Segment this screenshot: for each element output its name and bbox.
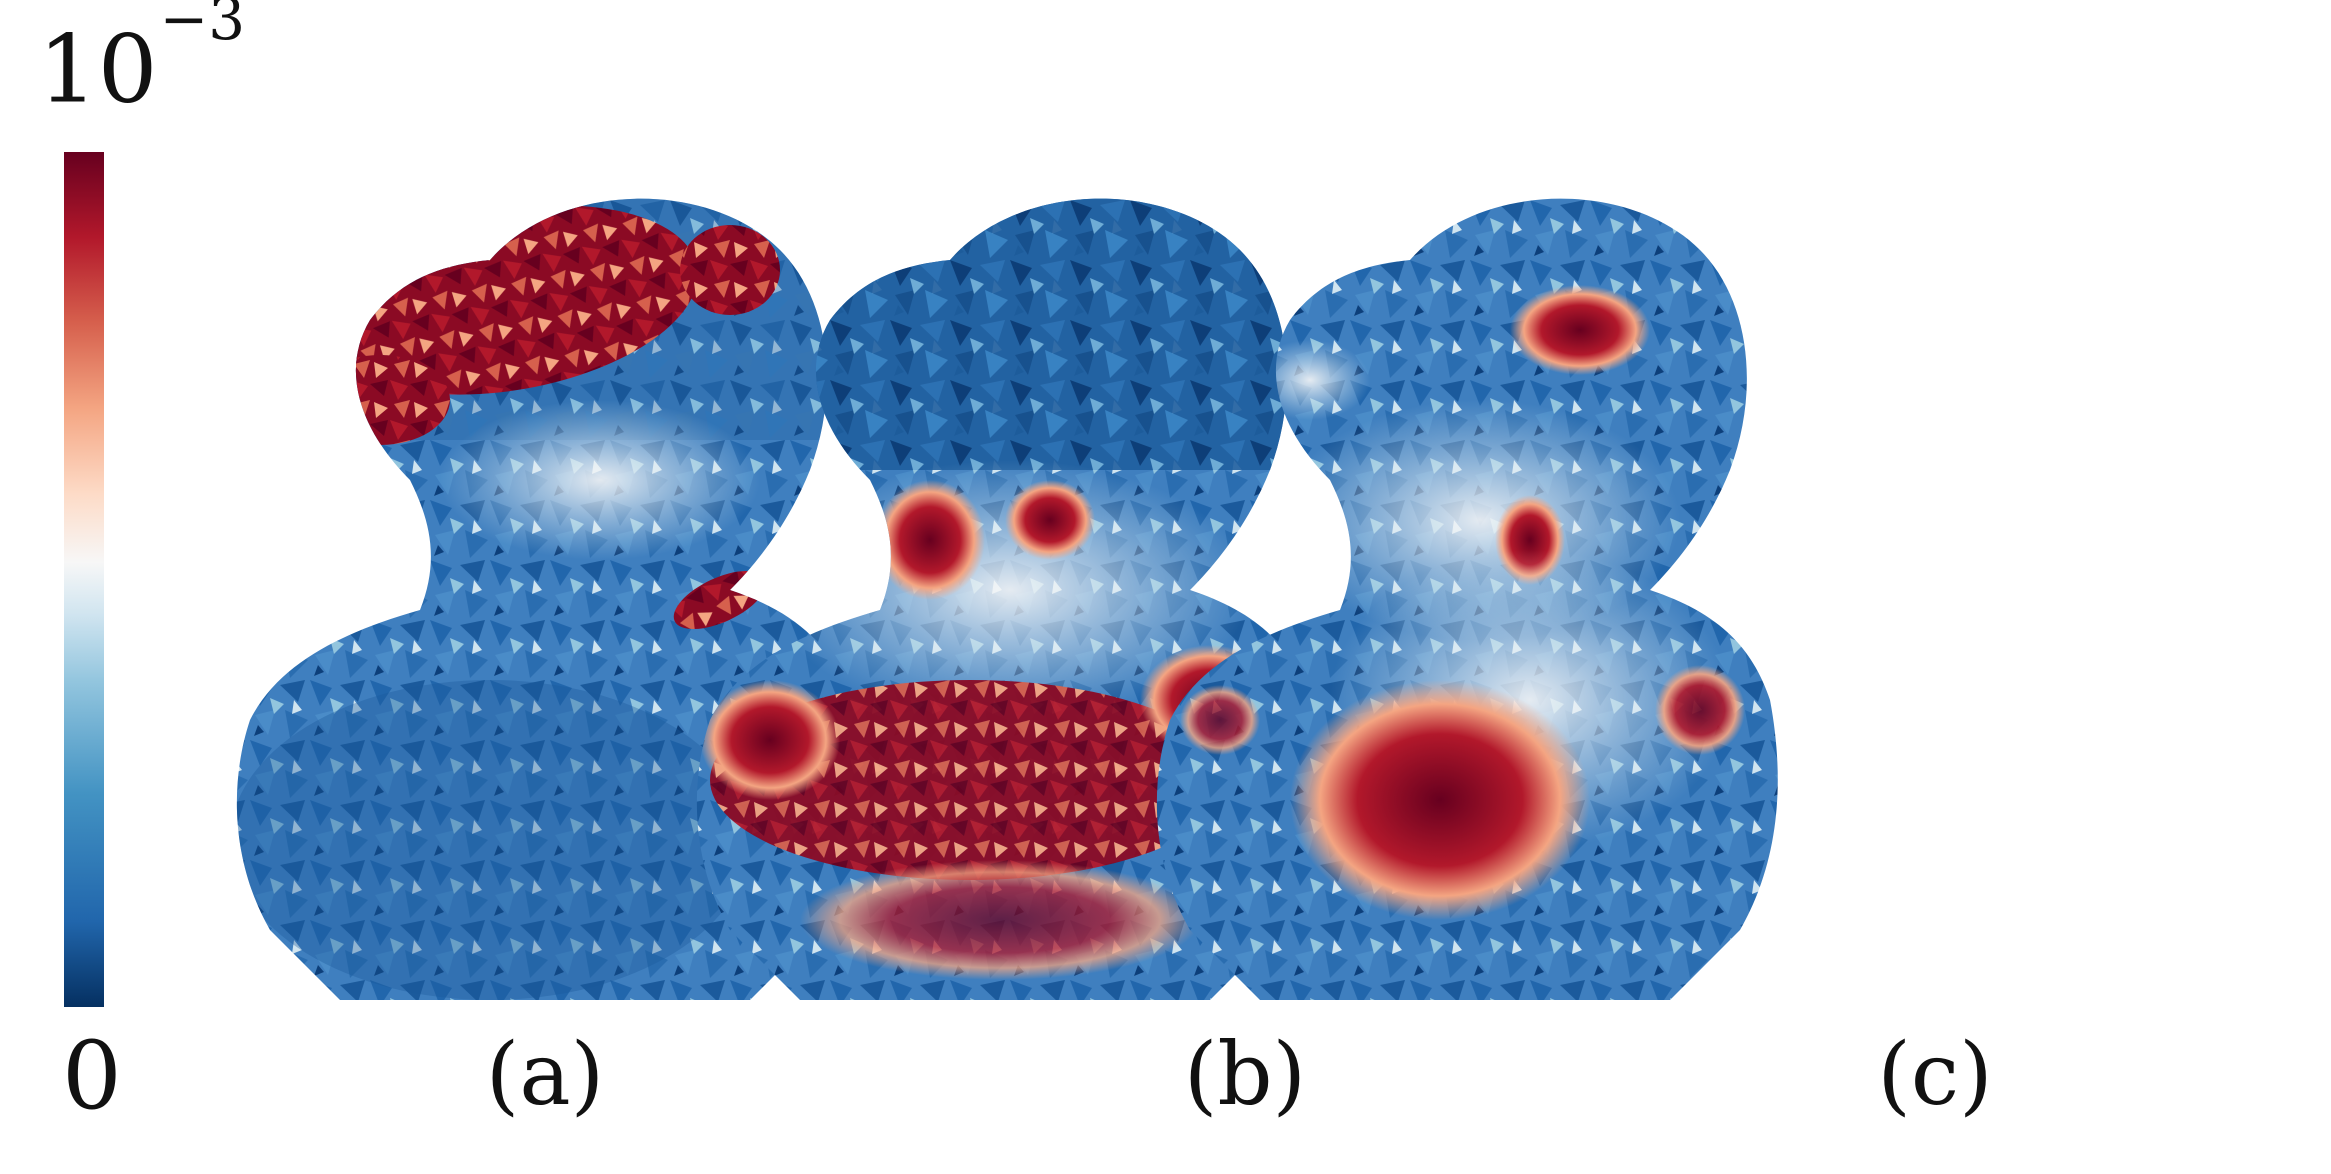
- colorbar: [64, 152, 104, 1007]
- bust-panel-c: [1156, 198, 1778, 1001]
- colorbar-min-label: 0: [62, 1022, 122, 1131]
- panel-label-c: (c): [1877, 1025, 1993, 1125]
- panel-label-b: (b): [1183, 1025, 1307, 1125]
- colorbar-max-label: 10−3: [38, 0, 246, 125]
- panel-label-a: (a): [485, 1025, 605, 1125]
